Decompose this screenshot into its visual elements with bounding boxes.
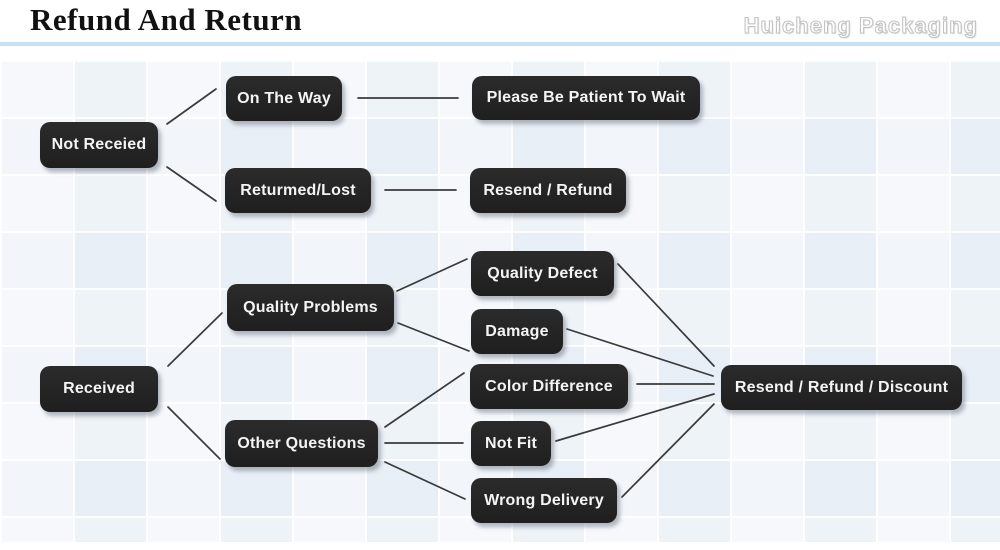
- node-quality-problems: Quality Problems: [227, 284, 394, 331]
- page-title: Refund And Return: [30, 2, 303, 37]
- diagram-background: [0, 60, 1000, 542]
- edge-other-questions-to-wrong-delivery: [384, 461, 466, 500]
- node-on-the-way: On The Way: [226, 76, 342, 121]
- node-other-questions: Other Questions: [225, 420, 378, 467]
- node-please-be-patient: Please Be Patient To Wait: [472, 76, 700, 120]
- brand-logo: Huicheng Packaging: [743, 12, 978, 38]
- node-resend-refund: Resend / Refund: [470, 168, 626, 213]
- node-damage: Damage: [471, 309, 563, 354]
- edge-quality-problems-to-quality-defect: [396, 258, 468, 292]
- edge-damage-to-resend-refund-discount: [566, 328, 714, 377]
- node-returmed-lost: Returmed/Lost: [225, 168, 371, 213]
- edge-wrong-delivery-to-resend-refund-discount: [621, 403, 715, 498]
- node-not-receied: Not Receied: [40, 122, 158, 168]
- node-resend-refund-discount: Resend / Refund / Discount: [721, 365, 962, 410]
- node-received: Received: [40, 366, 158, 412]
- header-divider: [0, 42, 1000, 46]
- node-color-difference: Color Difference: [470, 364, 628, 409]
- node-wrong-delivery: Wrong Delivery: [471, 478, 617, 523]
- edge-quality-defect-to-resend-refund-discount: [617, 263, 715, 367]
- edge-not-receied-to-on-the-way: [166, 88, 217, 125]
- edge-received-to-other-questions: [167, 406, 221, 460]
- node-quality-defect: Quality Defect: [471, 251, 614, 296]
- edge-not-fit-to-resend-refund-discount: [555, 393, 715, 442]
- edge-quality-problems-to-damage: [397, 322, 470, 352]
- edge-received-to-quality-problems: [167, 312, 223, 367]
- node-not-fit: Not Fit: [471, 421, 551, 466]
- edge-not-receied-to-returmed-lost: [166, 166, 217, 202]
- edge-other-questions-to-color-difference: [384, 372, 465, 428]
